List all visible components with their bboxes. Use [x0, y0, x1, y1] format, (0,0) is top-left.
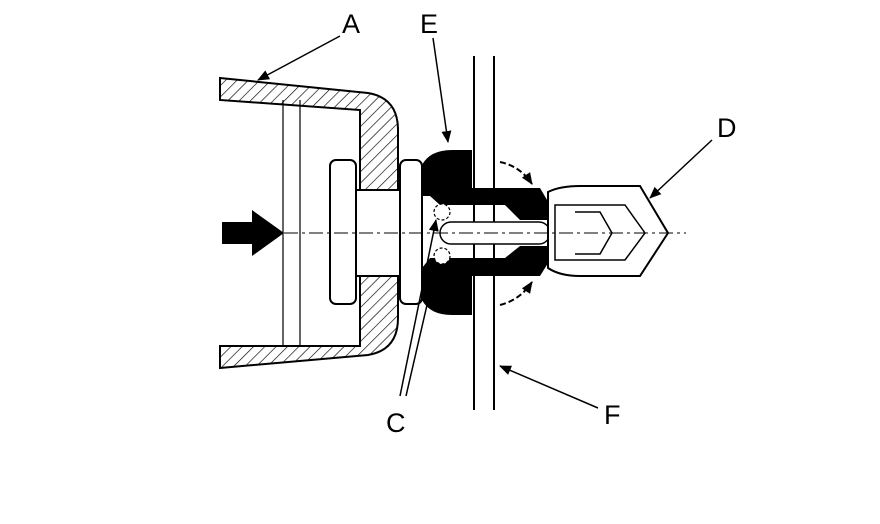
rotate-arrow-icon	[499, 281, 533, 306]
trim-panel	[219, 76, 399, 370]
leader-line-a	[257, 35, 341, 81]
push-direction-arrow-icon	[222, 210, 284, 256]
callout-label-c: C	[386, 408, 406, 438]
callout-label-d: D	[717, 113, 737, 143]
leader-line-d	[649, 139, 713, 199]
leader-line-c-upper	[399, 219, 439, 397]
clip-tip	[547, 185, 670, 277]
callout-label-f: F	[604, 400, 621, 430]
callout-label-a: A	[342, 9, 360, 39]
leader-line-e	[432, 37, 452, 143]
callout-label-e: E	[420, 9, 438, 39]
leader-line-c-lower	[405, 265, 439, 397]
grommet-seal	[422, 150, 550, 315]
leader-line-f	[499, 365, 599, 409]
clip-head	[329, 159, 423, 305]
rotate-arrow-icon	[499, 161, 533, 185]
